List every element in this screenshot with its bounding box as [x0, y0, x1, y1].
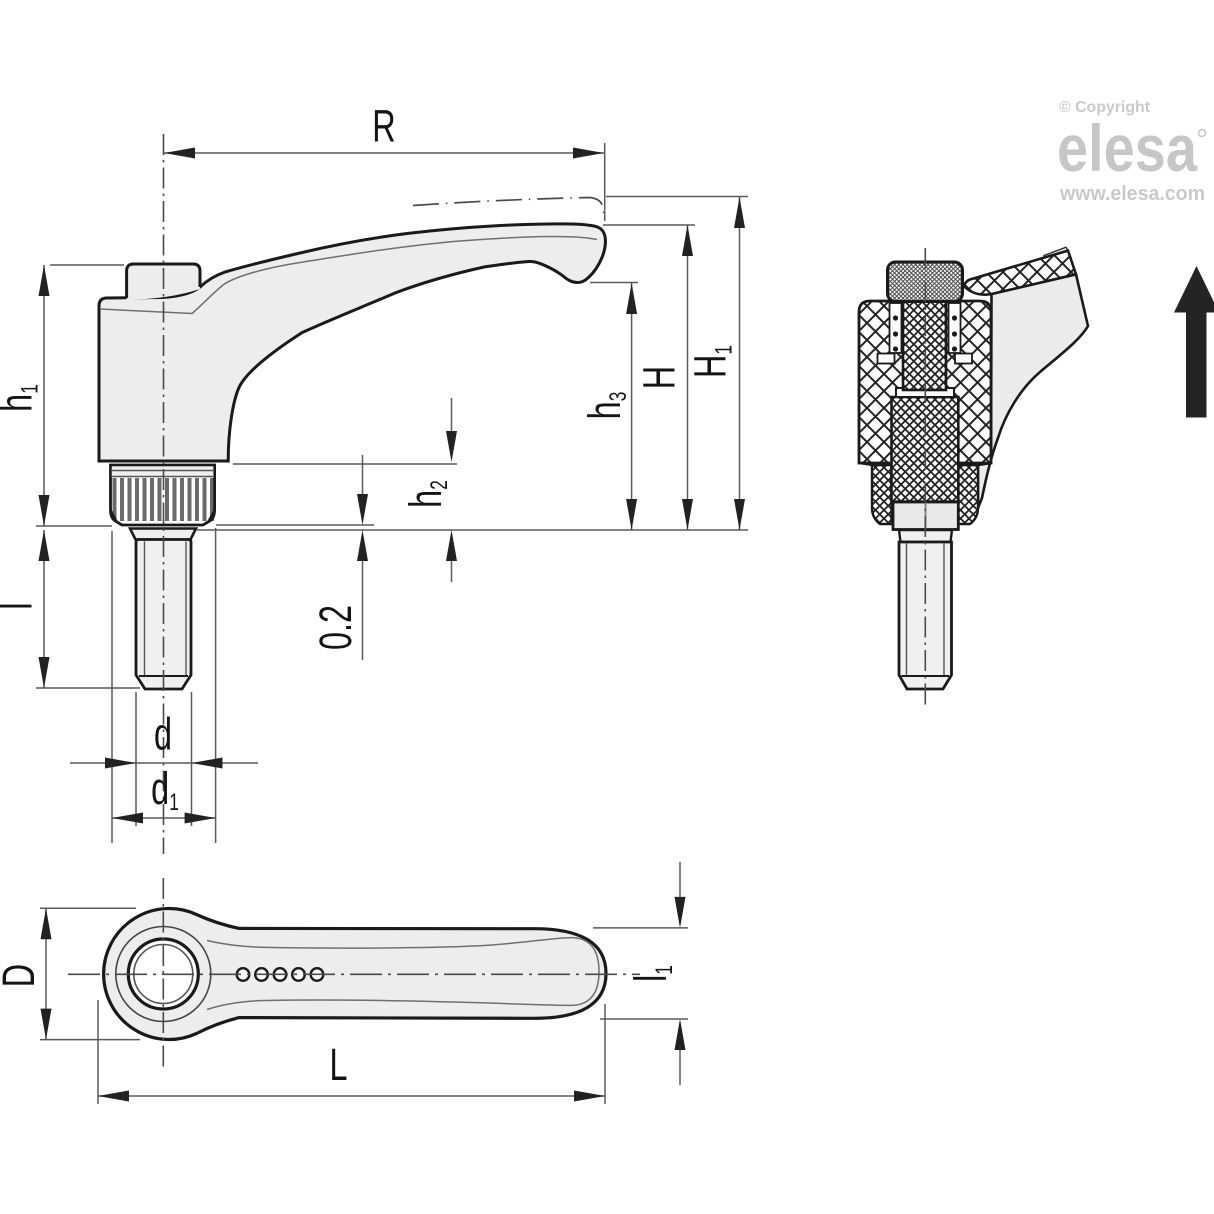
- svg-text:d: d: [154, 710, 172, 759]
- svg-text:R: R: [372, 103, 395, 152]
- svg-text:D: D: [0, 964, 44, 987]
- svg-text:l: l: [0, 602, 42, 609]
- svg-text:h1: h1: [0, 384, 43, 412]
- svg-text:www.elesa.com: www.elesa.com: [1059, 183, 1205, 205]
- svg-text:© Copyright: © Copyright: [1059, 99, 1150, 116]
- svg-text:H1: H1: [686, 345, 737, 378]
- svg-text:h2: h2: [402, 480, 453, 508]
- svg-text:0.2: 0.2: [312, 605, 361, 650]
- svg-text:d1: d1: [151, 765, 179, 816]
- svg-text:h3: h3: [581, 392, 632, 420]
- svg-text:L: L: [329, 1041, 347, 1090]
- svg-text:H: H: [635, 366, 684, 389]
- svg-text:elesa: elesa: [1057, 111, 1198, 185]
